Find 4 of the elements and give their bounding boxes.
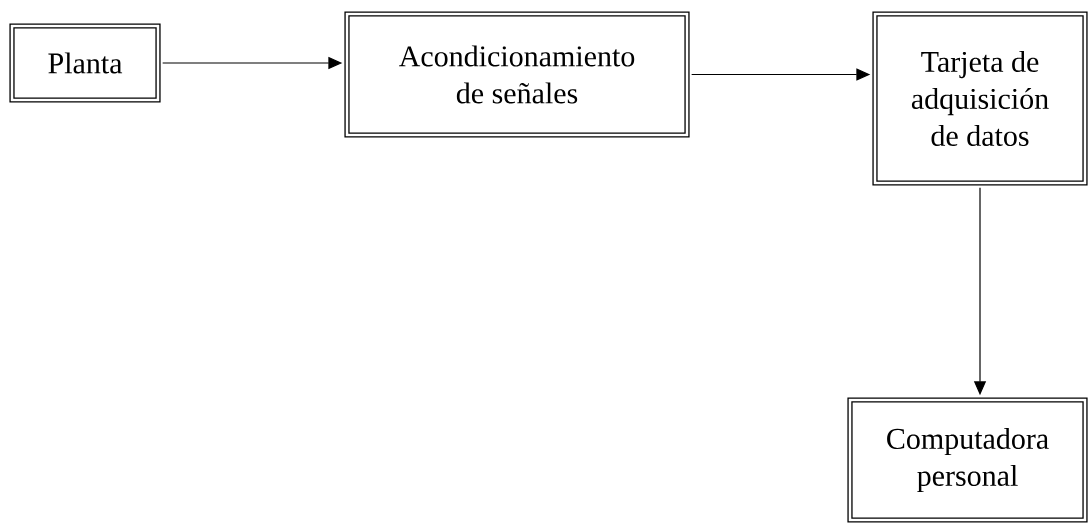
process-box: Tarjeta de adquisición de datos: [872, 11, 1088, 186]
process-box: Computadora personal: [847, 397, 1088, 523]
process-box: Planta: [9, 23, 161, 103]
process-box: Acondicionamiento de señales: [344, 11, 690, 138]
